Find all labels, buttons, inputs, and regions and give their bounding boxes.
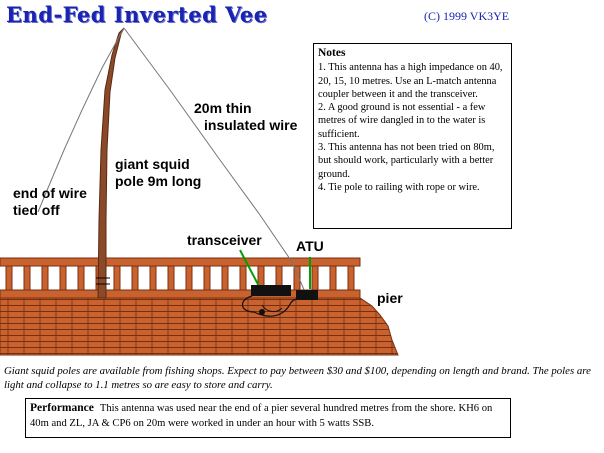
coax-cable xyxy=(241,295,299,317)
railing-post xyxy=(59,265,67,291)
railing-post xyxy=(23,265,31,291)
railing-post xyxy=(221,265,229,291)
railing-post xyxy=(5,265,13,291)
atu-box xyxy=(296,290,318,300)
note-item: 3. This antenna has not been tried on 80… xyxy=(318,142,495,180)
atu-label: ATU xyxy=(296,238,324,254)
end-label-line1: end of wire xyxy=(13,185,87,201)
pole-label-line1: giant squid xyxy=(115,156,190,172)
performance-text: This antenna was used near the end of a … xyxy=(30,403,493,429)
copyright: (C) 1999 VK3YE xyxy=(424,9,510,23)
caption-text: Giant squid poles are available from fis… xyxy=(4,365,591,391)
note-item: 4. Tie pole to railing with rope or wire… xyxy=(318,181,480,193)
railing-post xyxy=(347,265,355,291)
wire-label-line2: insulated wire xyxy=(204,117,298,133)
power-cable xyxy=(261,304,283,313)
railing-post xyxy=(239,265,247,291)
battery-icon xyxy=(259,309,265,315)
pier-label: pier xyxy=(377,290,403,306)
railing-post xyxy=(311,265,319,291)
pole-label-line2: pole 9m long xyxy=(115,173,202,189)
railing-post xyxy=(167,265,175,291)
railing-post xyxy=(185,265,193,291)
notes-heading: Notes xyxy=(318,47,346,59)
transceiver-label: transceiver xyxy=(187,232,262,248)
wire-label: 20m thin insulated wire xyxy=(194,100,297,134)
end-label: end of wire tied off xyxy=(13,185,87,219)
railing-post xyxy=(113,265,121,291)
transceiver-box xyxy=(251,285,291,296)
notes-box: Notes 1. This antenna has a high impedan… xyxy=(313,43,512,229)
railing-post xyxy=(77,265,85,291)
note-item: 2. A good ground is not essential - a fe… xyxy=(318,102,486,140)
railing-post xyxy=(329,265,337,291)
performance-heading: Performance xyxy=(30,402,94,414)
end-label-line2: tied off xyxy=(13,202,60,218)
antenna-wire xyxy=(37,27,306,293)
railing-post xyxy=(131,265,139,291)
note-item: 1. This antenna has a high impedance on … xyxy=(318,62,503,100)
page-title: End-Fed Inverted Vee xyxy=(6,2,268,27)
railing-post xyxy=(41,265,49,291)
pole-label: giant squid pole 9m long xyxy=(115,156,201,190)
wire-label-line1: 20m thin xyxy=(194,100,252,116)
railing-post xyxy=(203,265,211,291)
railing-post xyxy=(149,265,157,291)
pier-deck xyxy=(0,297,399,356)
pole-rope xyxy=(96,277,110,285)
